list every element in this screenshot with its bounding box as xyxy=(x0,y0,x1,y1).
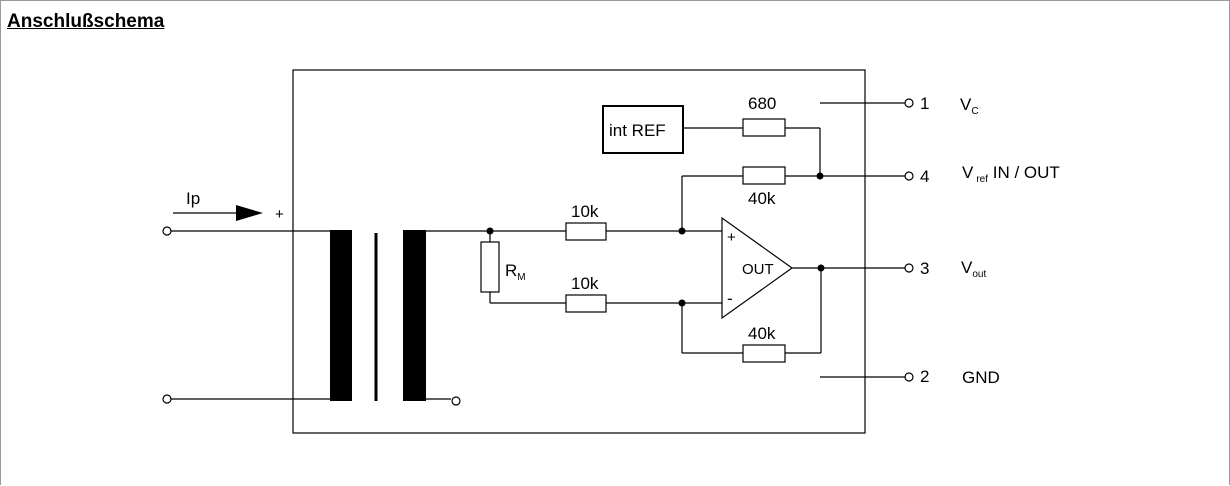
rm-label: RM xyxy=(505,261,526,283)
pin-3-number: 3 xyxy=(920,259,929,278)
pin-2-name: GND xyxy=(962,368,1000,387)
opamp-minus-label: - xyxy=(727,289,733,308)
opamp-out-label: OUT xyxy=(742,261,774,278)
junction-dot xyxy=(486,227,494,235)
pin-3-terminal xyxy=(904,263,914,273)
r-10k-top-label: 10k xyxy=(571,202,599,221)
secondary-winding xyxy=(403,230,426,401)
primary-plus-label: + xyxy=(275,206,284,223)
junction-dot xyxy=(678,299,686,307)
int-ref-block xyxy=(602,105,684,154)
module-outline xyxy=(292,69,866,434)
resistor-10k-bottom xyxy=(565,294,607,313)
r-10k-bottom-label: 10k xyxy=(571,274,599,293)
opamp-plus-label: + xyxy=(727,229,736,246)
opamp-symbol xyxy=(721,216,794,320)
page-title: Anschlußschema xyxy=(7,11,165,32)
pin-4-terminal xyxy=(904,171,914,181)
resistor-rm xyxy=(480,241,500,293)
pin-2-number: 2 xyxy=(920,367,929,386)
junction-dot xyxy=(816,172,824,180)
pin-4-number: 4 xyxy=(920,167,929,186)
resistor-680 xyxy=(742,118,786,137)
pin-1-terminal xyxy=(904,98,914,108)
primary-winding xyxy=(330,230,352,401)
resistor-10k-top xyxy=(565,222,607,241)
terminal-primary-bottom xyxy=(162,394,172,404)
int-ref-label: int REF xyxy=(609,121,666,140)
r-680-label: 680 xyxy=(748,94,776,113)
current-arrow-head xyxy=(236,205,263,221)
pin-2-terminal xyxy=(904,372,914,382)
pin-3-name: Vout xyxy=(961,258,986,280)
pin-1-number: 1 xyxy=(920,94,929,113)
junction-dot xyxy=(678,227,686,235)
terminal-secondary xyxy=(451,396,461,406)
resistor-40k-top xyxy=(742,166,786,185)
r-40k-top-label: 40k xyxy=(748,189,776,208)
terminal-primary-top xyxy=(162,226,172,236)
junction-dot xyxy=(817,264,825,272)
pin-1-name: VC xyxy=(960,95,979,117)
resistor-40k-bottom xyxy=(742,344,786,363)
r-40k-bottom-label: 40k xyxy=(748,324,776,343)
ip-label: Ip xyxy=(186,189,200,208)
